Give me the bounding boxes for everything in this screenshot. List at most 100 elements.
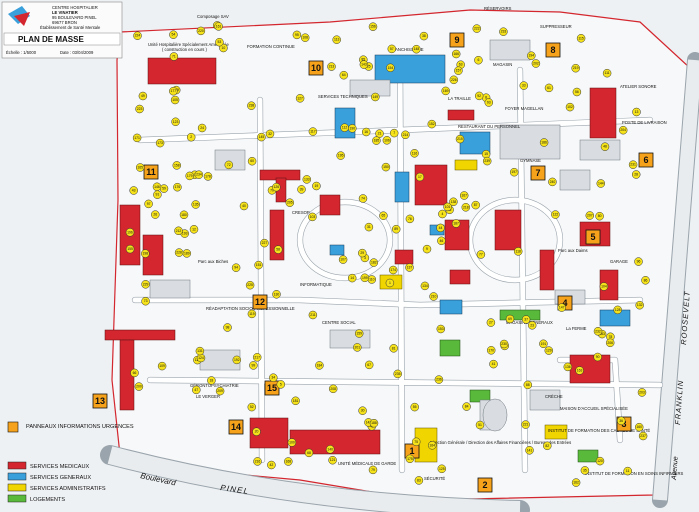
location-bubble-119[interactable]: 119: [247, 309, 257, 319]
location-bubble-113[interactable]: 113: [332, 35, 341, 44]
location-bubble-176[interactable]: 176: [173, 182, 182, 192]
location-bubble-219[interactable]: 219: [571, 63, 580, 73]
location-bubble-16[interactable]: 16: [361, 127, 371, 137]
location-bubble-173[interactable]: 173: [155, 138, 165, 148]
location-bubble-41[interactable]: 41: [489, 359, 498, 369]
location-bubble-97[interactable]: 97: [144, 199, 153, 209]
location-bubble-47[interactable]: 47: [192, 385, 201, 395]
location-bubble-194[interactable]: 194: [527, 51, 536, 60]
location-bubble-206[interactable]: 206: [605, 338, 615, 348]
location-bubble-229[interactable]: 229: [141, 280, 150, 289]
location-bubble-73[interactable]: 73: [141, 296, 150, 306]
location-bubble-187[interactable]: 187: [451, 219, 461, 228]
location-bubble-93[interactable]: 93: [484, 98, 494, 107]
location-bubble-168[interactable]: 168: [284, 457, 293, 466]
location-bubble-171[interactable]: 171: [132, 133, 142, 143]
location-bubble-101[interactable]: 101: [443, 202, 452, 212]
location-bubble-108[interactable]: 108: [300, 33, 310, 42]
location-bubble-54[interactable]: 54: [169, 30, 178, 39]
location-bubble-91[interactable]: 91: [153, 190, 162, 199]
location-bubble-120[interactable]: 120: [595, 456, 605, 466]
location-bubble-153[interactable]: 153: [436, 324, 446, 334]
location-bubble-215[interactable]: 215: [455, 134, 465, 144]
location-bubble-181[interactable]: 181: [291, 396, 300, 406]
location-bubble-182[interactable]: 182: [369, 258, 379, 267]
location-bubble-60[interactable]: 60: [247, 156, 257, 166]
location-bubble-137[interactable]: 137: [405, 263, 414, 272]
location-bubble-21[interactable]: 21: [375, 129, 384, 138]
location-bubble-161[interactable]: 161: [214, 22, 223, 31]
location-bubble-213[interactable]: 213: [327, 62, 336, 71]
location-bubble-102[interactable]: 102: [565, 102, 575, 112]
location-bubble-24[interactable]: 24: [197, 123, 207, 133]
location-bubble-211[interactable]: 211: [308, 310, 318, 320]
location-bubble-72[interactable]: 72: [224, 160, 234, 170]
location-bubble-6[interactable]: 6: [474, 55, 483, 65]
location-bubble-68[interactable]: 68: [304, 448, 314, 458]
location-bubble-40[interactable]: 40: [239, 201, 249, 211]
location-bubble-222[interactable]: 222: [472, 24, 482, 33]
location-bubble-195[interactable]: 195: [336, 151, 345, 160]
location-bubble-104[interactable]: 104: [599, 282, 609, 291]
location-bubble-11[interactable]: 11: [623, 466, 632, 476]
location-bubble-220[interactable]: 220: [196, 26, 206, 36]
location-bubble-198[interactable]: 198: [141, 249, 150, 258]
location-bubble-78[interactable]: 78: [606, 332, 615, 342]
location-bubble-231[interactable]: 231: [628, 160, 638, 169]
location-bubble-162[interactable]: 162: [571, 478, 581, 487]
location-bubble-141[interactable]: 141: [525, 446, 534, 455]
location-bubble-216[interactable]: 216: [253, 457, 262, 466]
location-bubble-77[interactable]: 77: [476, 250, 486, 259]
location-bubble-138[interactable]: 138: [449, 197, 458, 207]
location-bubble-32[interactable]: 32: [265, 129, 275, 139]
location-bubble-20[interactable]: 20: [252, 427, 261, 436]
location-bubble-149[interactable]: 149: [371, 92, 380, 102]
location-bubble-55[interactable]: 55: [410, 402, 419, 412]
location-bubble-225[interactable]: 225: [245, 280, 255, 290]
location-bubble-107[interactable]: 107: [338, 255, 348, 264]
location-bubble-28[interactable]: 28: [631, 170, 641, 179]
location-bubble-84[interactable]: 84: [462, 402, 471, 411]
location-bubble-140[interactable]: 140: [325, 445, 335, 454]
location-bubble-210[interactable]: 210: [429, 292, 438, 301]
location-bubble-18[interactable]: 18: [207, 376, 216, 385]
location-bubble-58[interactable]: 58: [273, 245, 283, 254]
location-bubble-27[interactable]: 27: [486, 318, 496, 327]
location-bubble-184[interactable]: 184: [315, 361, 324, 370]
location-bubble-205[interactable]: 205: [285, 198, 295, 207]
location-bubble-189[interactable]: 189: [182, 249, 192, 258]
location-bubble-127[interactable]: 127: [295, 94, 305, 103]
location-bubble-192[interactable]: 192: [232, 355, 242, 365]
location-bubble-111[interactable]: 111: [602, 68, 612, 78]
location-bubble-95[interactable]: 95: [292, 30, 302, 40]
location-bubble-69[interactable]: 69: [505, 314, 515, 324]
location-bubble-207[interactable]: 207: [585, 211, 595, 220]
location-bubble-188[interactable]: 188: [369, 418, 379, 428]
location-bubble-4[interactable]: 4: [438, 209, 447, 219]
location-bubble-131[interactable]: 131: [195, 346, 205, 356]
location-bubble-154[interactable]: 154: [386, 63, 395, 73]
location-bubble-92[interactable]: 92: [474, 91, 484, 101]
location-bubble-59[interactable]: 59: [159, 184, 169, 193]
location-bubble-46[interactable]: 46: [437, 236, 446, 246]
location-bubble-167[interactable]: 167: [459, 191, 469, 200]
location-bubble-209[interactable]: 209: [215, 386, 225, 396]
location-bubble-116[interactable]: 116: [410, 149, 419, 158]
location-bubble-164[interactable]: 164: [427, 441, 437, 450]
location-bubble-230[interactable]: 230: [499, 339, 509, 349]
location-bubble-170[interactable]: 170: [486, 346, 496, 355]
location-bubble-197[interactable]: 197: [509, 167, 519, 177]
location-bubble-217[interactable]: 217: [252, 353, 262, 362]
location-bubble-179[interactable]: 179: [185, 171, 194, 181]
location-bubble-223[interactable]: 223: [135, 104, 144, 114]
location-bubble-13[interactable]: 13: [632, 107, 641, 117]
location-bubble-204[interactable]: 204: [618, 125, 628, 135]
location-bubble-109[interactable]: 109: [157, 361, 167, 371]
location-bubble-44[interactable]: 44: [436, 223, 445, 233]
location-bubble-157[interactable]: 157: [454, 66, 463, 75]
location-bubble-71[interactable]: 71: [169, 52, 179, 61]
location-bubble-37[interactable]: 37: [521, 315, 531, 324]
location-bubble-128[interactable]: 128: [613, 305, 622, 315]
location-bubble-160[interactable]: 160: [634, 422, 644, 432]
location-bubble-155[interactable]: 155: [125, 244, 135, 254]
